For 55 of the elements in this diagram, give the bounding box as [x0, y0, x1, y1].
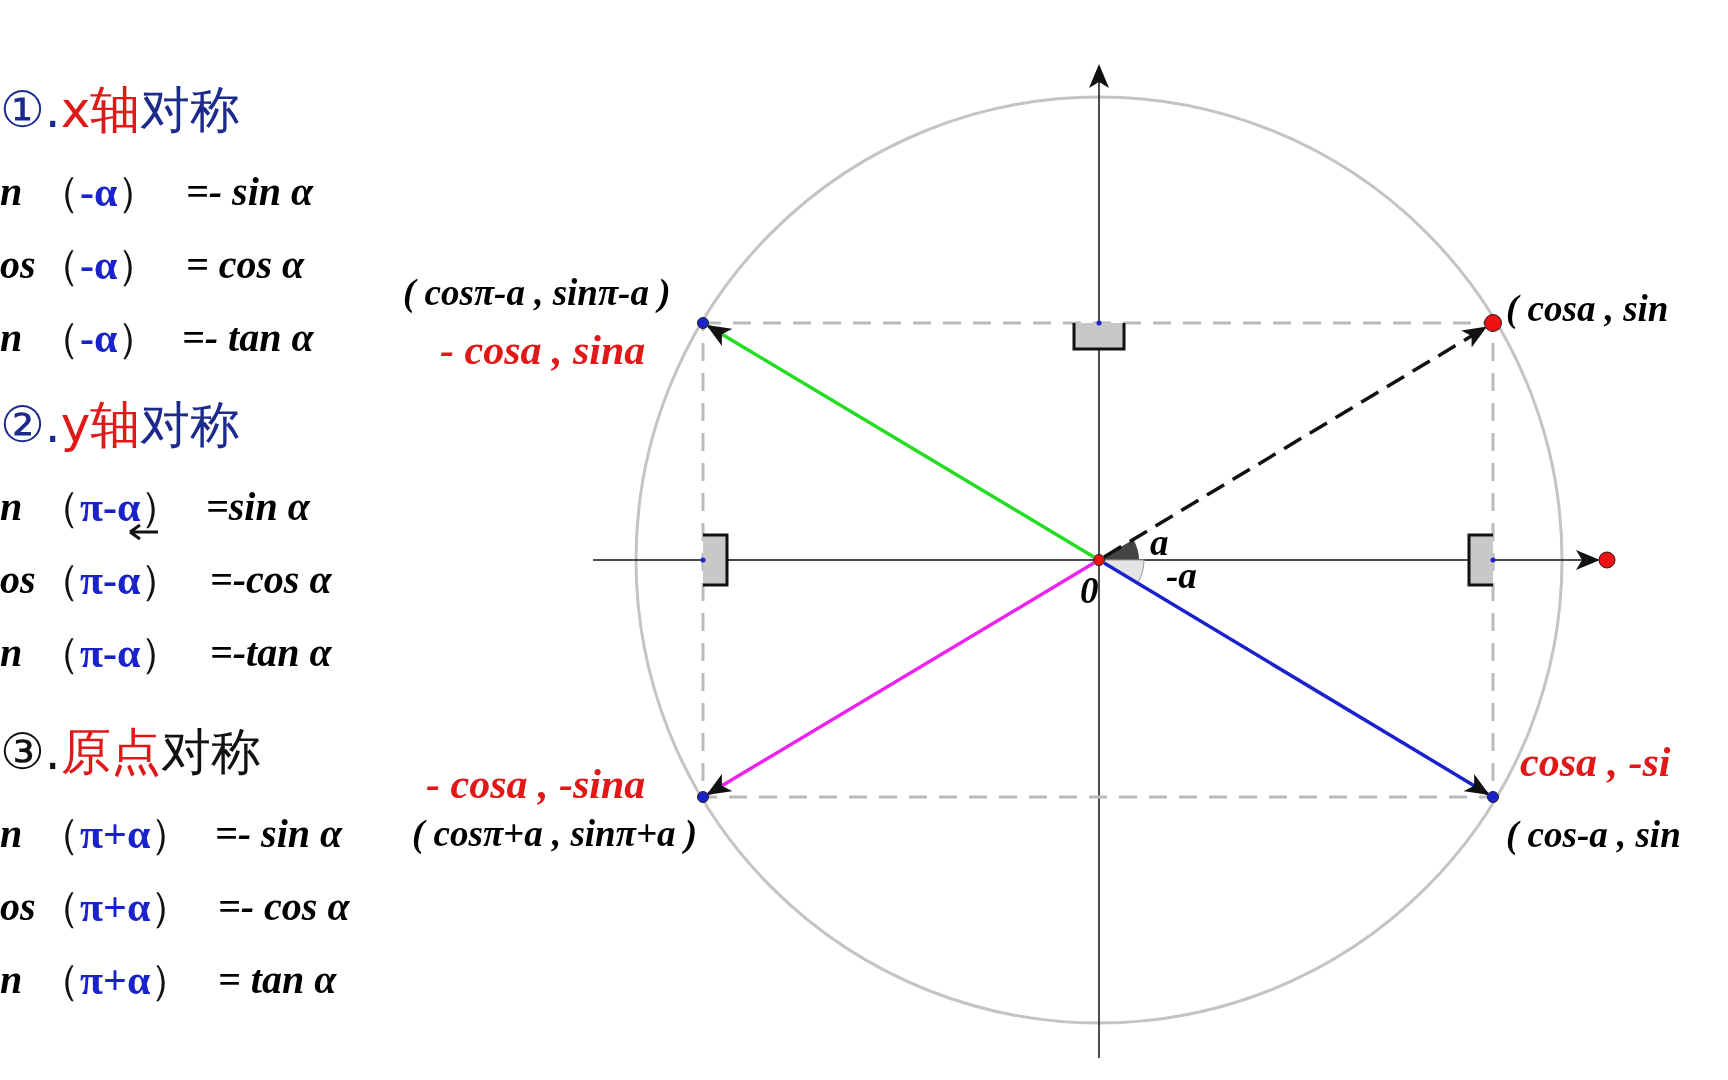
formula-text: os — [0, 560, 36, 600]
arrow — [1103, 561, 1490, 796]
section-heading: 对称 — [140, 81, 241, 139]
formula-text: （π+α） — [38, 886, 193, 928]
formula-text: =- sin α — [186, 172, 314, 212]
coordinate-label: ( cos-a , sin — [1506, 815, 1681, 853]
arrow — [1103, 326, 1487, 559]
point — [1093, 554, 1105, 566]
formula-text: n — [0, 172, 23, 212]
section-heading: y轴 — [60, 396, 141, 454]
formula-text: = tan α — [218, 960, 337, 1000]
point — [1484, 314, 1502, 332]
formula-text: =- sin α — [215, 814, 343, 854]
section-heading: 对称 — [160, 723, 261, 781]
origin-label: 0 — [1080, 571, 1099, 609]
section-heading: x轴 — [60, 81, 141, 139]
formula-text: os — [0, 887, 36, 927]
point — [697, 791, 709, 803]
section-heading: ③. — [0, 723, 61, 781]
formula-text: （π-α） — [38, 486, 183, 528]
section-heading: ②. — [0, 396, 61, 454]
formula-text: =- tan α — [182, 318, 314, 358]
formula-text: n — [0, 633, 23, 673]
point — [697, 317, 709, 329]
arrow — [706, 561, 1095, 796]
formula-text: =sin α — [206, 487, 310, 527]
formula-text: （-α） — [38, 317, 160, 359]
angle-label: a — [1150, 523, 1169, 561]
coordinate-label: ( cosπ+a , sinπ+a ) — [412, 814, 698, 852]
coordinate-label: ( cosa , sin — [1506, 289, 1669, 327]
formula-text: n — [0, 814, 23, 854]
formula-text: n — [0, 960, 23, 1000]
coordinate-label: - cosa , sina — [440, 329, 646, 371]
formula-text: （π-α） — [38, 559, 183, 601]
formula-text: =-cos α — [210, 560, 332, 600]
angle-label: -a — [1166, 556, 1197, 594]
formula-text: （-α） — [38, 171, 160, 213]
arrow — [706, 324, 1095, 559]
coordinate-label: cosa , -si — [1520, 741, 1671, 783]
formula-text: （-α） — [38, 244, 160, 286]
coordinate-label: ( cosπ-a , sinπ-a ) — [403, 273, 671, 311]
formula-text: =-tan α — [210, 633, 332, 673]
formula-text: n — [0, 487, 23, 527]
section-heading: ①. — [0, 81, 61, 139]
formula-text: （π+α） — [38, 813, 193, 855]
section-heading: 原点 — [60, 723, 161, 781]
section-heading: 对称 — [140, 396, 241, 454]
point — [1487, 791, 1499, 803]
formula-text: os — [0, 245, 36, 285]
coordinate-label: - cosa , -sina — [426, 763, 646, 805]
formula-text: （π+α） — [38, 959, 193, 1001]
formula-text: =- cos α — [218, 887, 350, 927]
formula-text: = cos α — [186, 245, 305, 285]
formula-text: （π-α） — [38, 632, 183, 674]
formula-text: n — [0, 318, 23, 358]
